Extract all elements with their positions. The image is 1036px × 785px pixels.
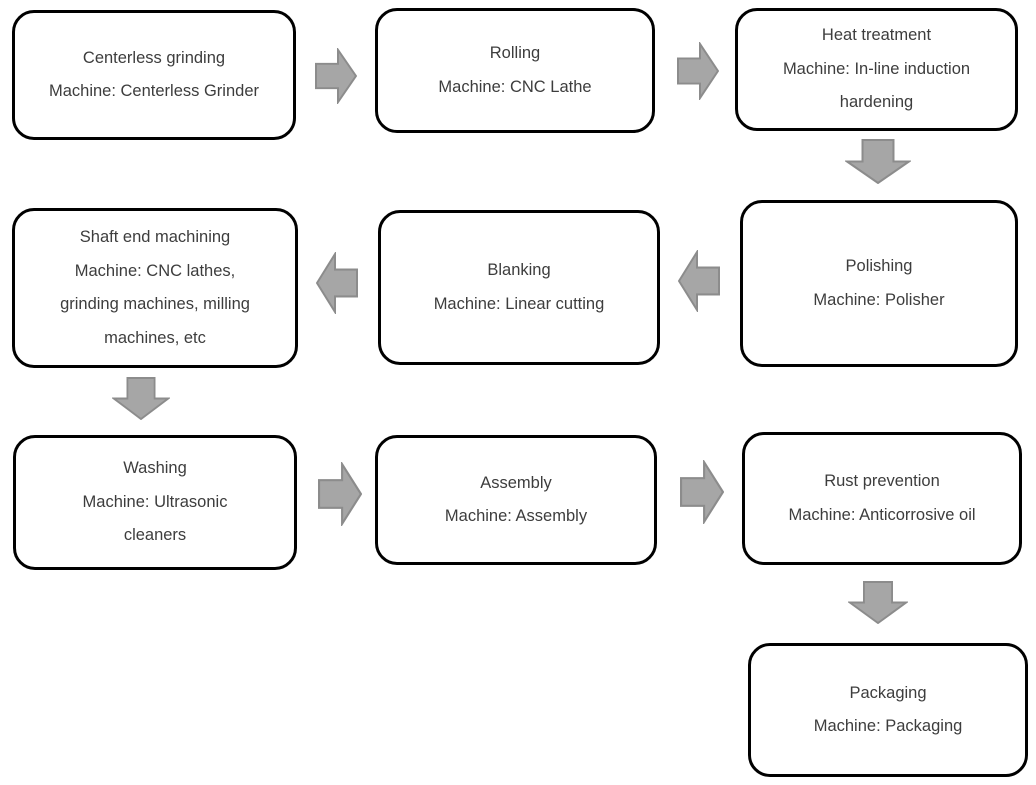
flow-node-washing: Washing Machine: Ultrasonic cleaners [13, 435, 297, 570]
arrow-right-icon [318, 462, 362, 526]
node-line: Machine: Polisher [813, 290, 945, 309]
arrow-right-icon [315, 48, 357, 104]
flow-node-centerless-grinding: Centerless grinding Machine: Centerless … [12, 10, 296, 140]
node-line: Machine: Linear cutting [433, 294, 605, 313]
flow-node-shaft-end-machining: Shaft end machining Machine: CNC lathes,… [12, 208, 298, 368]
node-line: hardening [839, 93, 914, 112]
node-line: Polishing [845, 257, 913, 275]
node-line: Machine: CNC lathes, [74, 261, 236, 280]
flow-node-polishing: Polishing Machine: Polisher [740, 200, 1018, 367]
node-line: Heat treatment [821, 26, 932, 45]
flow-node-packaging: Packaging Machine: Packaging [748, 643, 1028, 777]
arrow-left-icon [316, 252, 358, 314]
node-line: Assembly [480, 473, 552, 492]
node-line: Machine: Anticorrosive oil [788, 505, 976, 524]
node-line: machines, etc [104, 328, 206, 347]
node-line: Blanking [487, 261, 551, 279]
flow-node-heat-treatment: Heat treatment Machine: In-line inductio… [735, 8, 1018, 131]
arrow-down-icon [112, 377, 170, 420]
node-line: Centerless grinding [82, 48, 226, 67]
node-line: Rolling [489, 44, 541, 62]
arrow-right-icon [677, 42, 719, 100]
node-line: Machine: Assembly [444, 507, 588, 525]
arrow-left-icon [678, 250, 720, 312]
node-line: cleaners [123, 526, 187, 545]
flow-node-blanking: Blanking Machine: Linear cutting [378, 210, 660, 365]
node-line: Machine: Packaging [813, 717, 963, 735]
arrow-down-icon [845, 139, 911, 184]
node-line: Machine: In-line induction [782, 59, 971, 78]
arrow-right-icon [680, 460, 724, 524]
node-line: Machine: Centerless Grinder [48, 82, 259, 100]
node-line: Packaging [849, 683, 927, 702]
node-line: Washing [123, 459, 187, 478]
node-line: Rust prevention [824, 472, 940, 490]
arrow-down-icon [848, 581, 908, 624]
flow-node-rolling: Rolling Machine: CNC Lathe [375, 8, 655, 133]
flow-node-rust-prevention: Rust prevention Machine: Anticorrosive o… [742, 432, 1022, 565]
node-line: grinding machines, milling [60, 295, 250, 313]
node-line: Machine: Ultrasonic [82, 492, 228, 511]
node-line: Shaft end machining [79, 228, 231, 246]
flow-node-assembly: Assembly Machine: Assembly [375, 435, 657, 565]
node-line: Machine: CNC Lathe [438, 77, 592, 96]
